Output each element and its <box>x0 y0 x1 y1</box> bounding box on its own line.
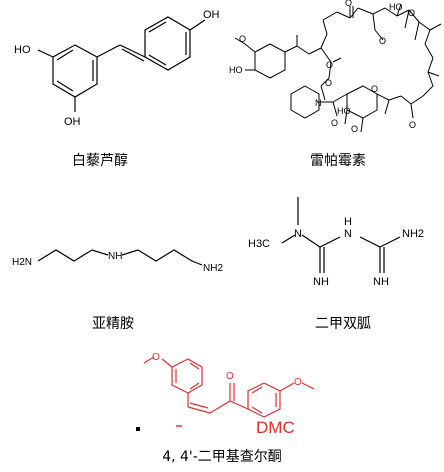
resveratrol-oh-top: OH <box>203 9 220 21</box>
dmc-structure: O O O DMC <box>136 352 315 437</box>
metformin-h-bridge: H <box>344 216 352 228</box>
spermidine-nh2-right: NH2 <box>203 263 223 274</box>
rapamycin-ho-ring: HO <box>229 65 243 75</box>
resveratrol-oh-bottom: OH <box>64 116 81 128</box>
rapamycin-o-amide: O <box>331 118 338 128</box>
dmc-black-mark <box>136 427 140 431</box>
rapamycin-o-pyran: O <box>371 84 378 94</box>
spermidine-nh: NH <box>108 251 122 262</box>
rapamycin-o-ester1: O <box>326 60 333 70</box>
metformin-nh-right: NH <box>373 276 389 288</box>
resveratrol-oh-left: HO <box>14 44 31 56</box>
rapamycin-structure: O HO O <box>229 0 442 134</box>
metformin-n-bridge: N <box>344 228 352 240</box>
metformin-caption: 二甲双胍 <box>315 316 371 332</box>
metformin-nh-left: NH <box>313 276 329 288</box>
rapamycin-o-ester2: O <box>325 78 332 88</box>
rapamycin-caption: 雷帕霉素 <box>310 153 366 169</box>
rapamycin-o-ketone-low: O <box>351 124 358 134</box>
spermidine-caption: 亚精胺 <box>92 316 134 332</box>
metformin-n-dimethyl: N <box>294 228 302 240</box>
metformin-structure: N H3C N H NH2 NH NH <box>248 197 424 288</box>
spermidine-structure: H2N NH NH2 <box>12 249 223 274</box>
rapamycin-o-top2: O <box>408 8 415 18</box>
dmc-o-ketone: O <box>226 371 234 382</box>
dmc-o-right: O <box>294 377 302 388</box>
rapamycin-o-right: O <box>409 120 416 130</box>
rapamycin-o-top3: O <box>379 36 386 46</box>
dmc-caption: 4, 4'-二甲基查尔酮 <box>162 449 282 465</box>
dmc-abbrev: DMC <box>256 418 295 437</box>
metformin-h3c: H3C <box>248 238 270 250</box>
resveratrol-structure: OH HO OH <box>14 9 220 128</box>
rapamycin-ho-top: HO <box>389 2 403 12</box>
rapamycin-ho-hemiketal: HO <box>337 106 351 116</box>
spermidine-nh2-left: H2N <box>12 257 32 268</box>
dmc-o-left: O <box>152 352 160 363</box>
rapamycin-o-top1: O <box>345 0 352 8</box>
resveratrol-caption: 白藜芦醇 <box>72 153 128 169</box>
metformin-nh2: NH2 <box>402 228 424 240</box>
rapamycin-n-pip: N <box>315 98 322 108</box>
rapamycin-o-methoxy: O <box>239 34 246 44</box>
